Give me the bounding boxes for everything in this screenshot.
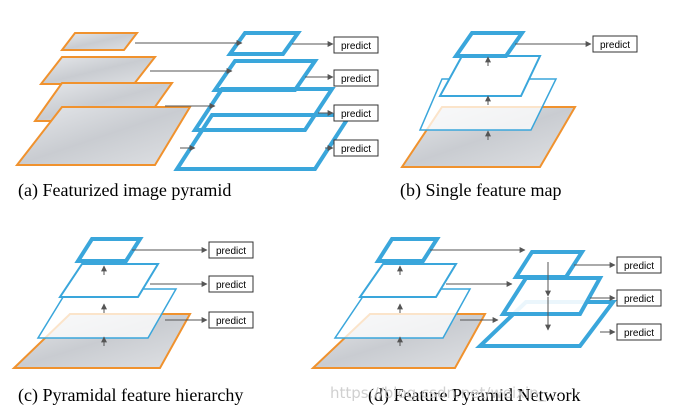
predict-box: predict xyxy=(616,289,662,307)
caption-c: (c) Pyramidal feature hierarchy xyxy=(18,385,244,405)
predict-label: predict xyxy=(341,74,371,85)
predict-label: predict xyxy=(216,316,246,327)
predict-box: predict xyxy=(333,69,379,87)
predict-label: predict xyxy=(341,109,371,120)
predict-label: predict xyxy=(341,144,371,155)
predict-label: predict xyxy=(600,40,630,51)
feature-map-2 xyxy=(191,87,336,132)
panel-a: predict predict predict predict xyxy=(14,31,379,171)
image-level-1 xyxy=(14,106,192,166)
feature-layer-1 xyxy=(74,237,144,263)
caption-b: (b) Single feature map xyxy=(400,180,562,200)
feature-map-3 xyxy=(211,59,319,92)
predict-box: predict xyxy=(616,323,662,341)
predict-label: predict xyxy=(341,41,371,52)
watermark: https://blog.csdn.net/weixin_... xyxy=(330,384,561,402)
top-down-layer-1 xyxy=(512,250,586,279)
feature-layer-1 xyxy=(452,31,526,58)
predict-box: predict xyxy=(208,275,254,293)
predict-box: predict xyxy=(616,256,662,274)
bottom-up-layer-2 xyxy=(358,263,458,298)
predict-label: predict xyxy=(624,328,654,339)
predict-box: predict xyxy=(592,35,638,53)
predict-box: predict xyxy=(333,139,379,157)
predict-box: predict xyxy=(208,311,254,329)
panel-d: predict predict predict xyxy=(310,237,662,369)
image-level-3 xyxy=(38,56,158,85)
predict-box: predict xyxy=(208,241,254,259)
predict-box: predict xyxy=(333,104,379,122)
caption-a: (a) Featurized image pyramid xyxy=(18,180,232,200)
bottom-up-layer-1 xyxy=(374,237,441,263)
image-level-4 xyxy=(59,32,140,51)
feature-layer-2 xyxy=(58,263,160,298)
caption-d: (d) Feature Pyramid Network xyxy=(368,385,581,405)
feature-map-4 xyxy=(226,31,302,56)
feature-layer-2 xyxy=(438,55,542,97)
predict-label: predict xyxy=(216,280,246,291)
predict-label: predict xyxy=(624,294,654,305)
feature-map-1 xyxy=(173,113,354,171)
predict-label: predict xyxy=(624,261,654,272)
predict-label: predict xyxy=(216,246,246,257)
panel-c: predict predict predict xyxy=(11,237,254,369)
panel-b: predict xyxy=(400,31,638,168)
predict-box: predict xyxy=(333,36,379,54)
top-down-layer-2 xyxy=(499,276,604,316)
